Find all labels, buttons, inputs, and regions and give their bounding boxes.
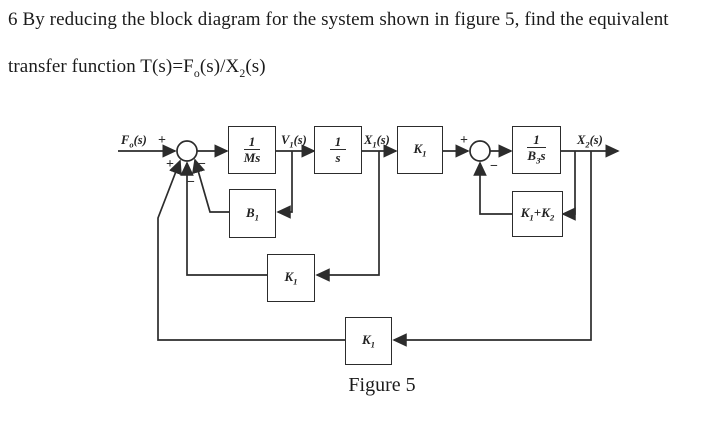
k1-middle-sub: 1 xyxy=(293,276,298,287)
block-b1-feedback: B1 xyxy=(229,189,276,238)
sign-junction1-bottom-left: + xyxy=(166,157,174,172)
figure-caption: Figure 5 xyxy=(348,374,416,396)
k1k2-sub2: 2 xyxy=(549,212,555,223)
block-s-numerator: 1 xyxy=(329,134,347,150)
tf-equation-suffix: (s) xyxy=(245,56,266,77)
tf-equation-sub-2: 2 xyxy=(239,66,246,80)
wire-x2-branch-to-k1k2 xyxy=(561,151,576,221)
summing-junction-1 xyxy=(176,140,198,162)
block-ms-numerator: 1 xyxy=(243,134,261,150)
b1-sub: 1 xyxy=(254,212,260,223)
wire-k1bottom-to-junction1 xyxy=(157,159,345,341)
v1-label-sub: 1 xyxy=(289,139,294,150)
wire-x1-branch-to-k1middle xyxy=(315,151,380,282)
sign-junction1-bottom-center: − xyxy=(187,175,195,190)
sign-junction1-input: + xyxy=(158,133,166,148)
b3s-den-base: B xyxy=(527,148,537,164)
tf-equation-mid: (s)/X xyxy=(199,56,240,77)
wire-k1middle-to-junction1 xyxy=(180,161,267,276)
block-k1-forward: K1 xyxy=(397,126,443,174)
block-b3s-numerator: 1 xyxy=(527,133,546,149)
label-V1-s: V1(s) xyxy=(281,133,307,150)
wire-x2-branch-to-k1bottom xyxy=(392,151,592,347)
x2-label-tail: (s) xyxy=(589,133,603,147)
block-k1-bottom-feedback: K1 xyxy=(345,317,392,365)
k1-bottom-sub: 1 xyxy=(370,339,376,350)
problem-text-line1: 6 By reducing the block diagram for the … xyxy=(8,9,669,30)
label-X1-s: X1(s) xyxy=(364,133,390,150)
k1k2-term1: K xyxy=(520,205,530,221)
wire-b1-to-junction1 xyxy=(192,158,229,213)
block-k1-plus-k2-feedback: K1+K2 xyxy=(512,191,563,237)
x2-label-sub: 2 xyxy=(585,139,590,150)
wire-k1k2-to-junction2 xyxy=(473,161,512,215)
k1k2-sub1: 1 xyxy=(529,212,534,223)
problem-text-line2: transfer function T(s)=Fo(s)/X2(s) xyxy=(8,56,266,81)
x1-label-base: X xyxy=(364,133,373,147)
block-k1-middle-feedback: K1 xyxy=(267,254,315,302)
input-label-base: F xyxy=(121,133,130,147)
label-X2-s: X2(s) xyxy=(577,133,603,150)
summing-junction-2 xyxy=(469,140,491,162)
x1-label-tail: (s) xyxy=(376,133,390,147)
k1-middle-base: K xyxy=(284,269,294,285)
k1-bottom-base: K xyxy=(361,332,371,348)
label-input-Fo-s: Fo(s) xyxy=(121,133,147,150)
b3s-den-tail: s xyxy=(540,148,546,164)
x1-label-sub: 1 xyxy=(372,139,377,150)
b1-base: B xyxy=(245,204,255,220)
tf-equation-prefix: transfer function T(s)=F xyxy=(8,56,194,77)
wire-v1-branch-to-b1 xyxy=(276,151,293,219)
tf-equation-sub-o: o xyxy=(193,66,200,80)
sign-junction1-bottom-right: − xyxy=(198,157,206,172)
v1-label-base: V xyxy=(281,133,290,147)
sign-junction2-bottom: − xyxy=(490,159,498,174)
k1-forward-sub: 1 xyxy=(422,148,427,159)
x2-label-base: X xyxy=(577,133,586,147)
input-label-tail: (s) xyxy=(133,133,147,147)
block-s-denominator: s xyxy=(335,150,341,165)
k1k2-term2: K xyxy=(541,205,550,221)
k1-forward-base: K xyxy=(413,141,423,157)
v1-label-tail: (s) xyxy=(293,133,307,147)
sign-junction2-input: + xyxy=(460,133,468,148)
input-label-sub: o xyxy=(129,139,134,150)
block-ms-denominator: Ms xyxy=(243,150,261,165)
k1k2-plus: + xyxy=(533,205,542,221)
b3s-den-sub: 3 xyxy=(536,156,541,167)
